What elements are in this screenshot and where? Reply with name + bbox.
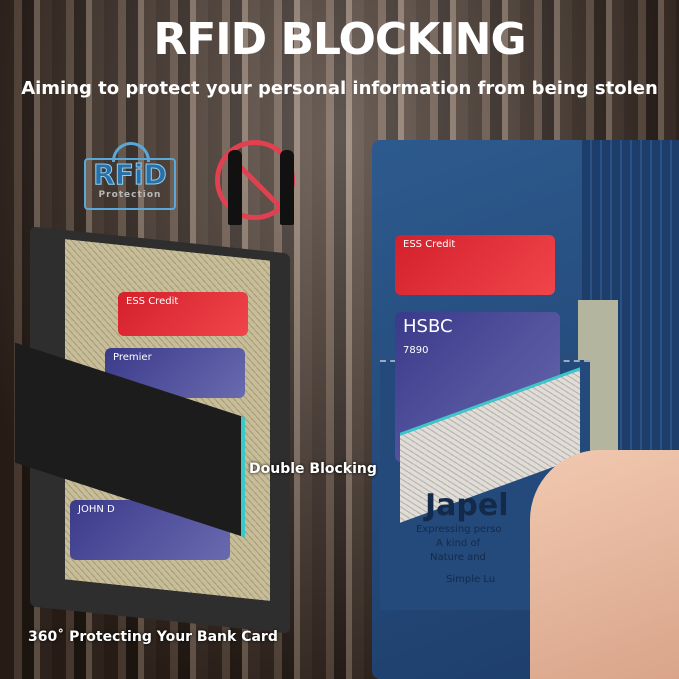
emboss-line: A kind of — [436, 538, 481, 549]
emboss-line: Nature and — [430, 552, 486, 563]
subheadline: Aiming to protect your personal informat… — [21, 78, 658, 99]
card-text: ESS Credit — [126, 296, 179, 307]
emboss-line: Expressing perso — [416, 524, 502, 535]
rfid-protection-badge: RFiD Protection — [84, 158, 176, 210]
badge-main: RFiD — [93, 158, 168, 191]
credit-card-red-right: ESS Credit — [395, 235, 555, 295]
card-bank: HSBC — [403, 316, 453, 337]
credit-card-red: ESS Credit — [118, 292, 248, 336]
card-tier: Premier — [113, 352, 152, 363]
headline: RFID BLOCKING — [153, 14, 526, 65]
hand-finger — [530, 450, 679, 679]
card-text: ESS Credit — [403, 239, 456, 250]
victim-silhouette-icon — [280, 150, 294, 225]
card-name: JOHN D — [78, 504, 115, 515]
double-blocking-label: Double Blocking — [249, 461, 377, 477]
card-number: 7890 — [403, 345, 429, 356]
badge-sub: Protection — [98, 190, 162, 200]
wallet-brand-emboss: Japel — [425, 488, 509, 523]
thief-silhouette-icon — [228, 150, 242, 225]
emboss-line: Simple Lu — [446, 574, 496, 585]
protecting-label: 360˚ Protecting Your Bank Card — [28, 629, 278, 645]
